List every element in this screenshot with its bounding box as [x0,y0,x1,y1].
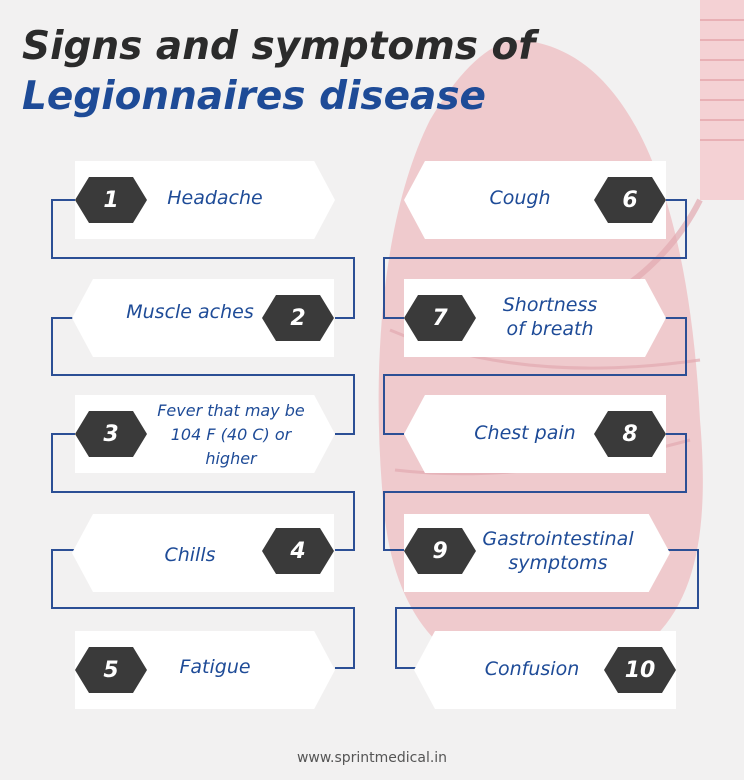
symptom-label-5: Fatigue [179,656,251,678]
symptom-number-3: 3 [75,411,147,457]
symptom-number-7: 7 [404,295,476,341]
symptom-label-8: Chest pain [474,422,576,444]
symptom-number-1: 1 [75,177,147,223]
symptom-number-8: 8 [594,411,666,457]
symptom-label-10: Confusion [484,658,580,680]
symptom-label-3: Fever that may be 104 F (40 C) or higher [157,401,305,468]
footer-url: www.sprintmedical.in [296,750,448,766]
title-line-1: Signs and symptoms of [22,24,536,69]
symptom-label-2: Muscle aches [126,301,254,323]
symptom-label-1: Headache [167,187,263,209]
symptom-number-4: 4 [262,528,334,574]
symptom-number-2: 2 [262,295,334,341]
symptom-label-7: Shortness of breath [502,294,598,340]
symptom-number-9: 9 [404,528,476,574]
symptom-label-4: Chills [164,544,216,566]
symptom-label-6: Cough [489,187,551,209]
symptom-label-9: Gastrointestinal symptoms [482,528,634,574]
symptom-number-5: 5 [75,647,147,693]
symptom-number-10: 10 [604,647,676,693]
symptom-number-6: 6 [594,177,666,223]
title-line-2: Legionnaires disease [22,74,487,119]
